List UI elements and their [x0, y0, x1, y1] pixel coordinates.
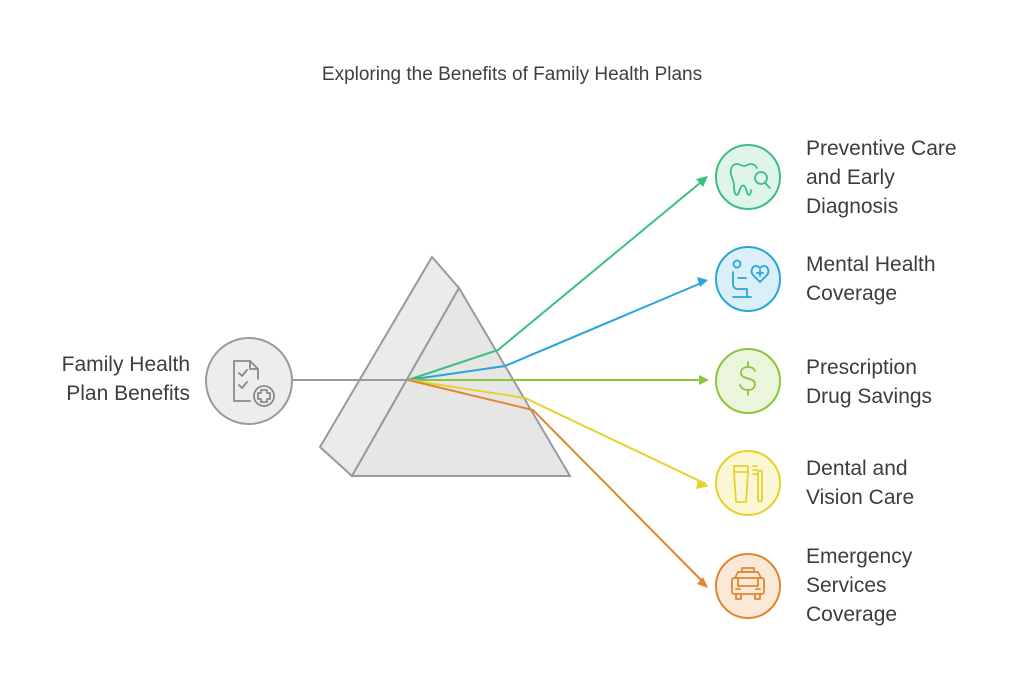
- benefit-node-emergency: [715, 553, 781, 619]
- ray-emergency: [407, 379, 707, 586]
- benefit-label-dental-vision: Dental and Vision Care: [806, 457, 915, 509]
- arrowhead-preventive-care: [696, 176, 708, 187]
- arrowhead-mental-health: [697, 277, 708, 287]
- benefit-label-prescription: Prescription Drug Savings: [806, 356, 933, 408]
- benefit-label-preventive-care: Preventive Care and Early Diagnosis: [806, 137, 957, 218]
- toothpaste-toothbrush-icon: [733, 465, 763, 503]
- diagram-title: Exploring the Benefits of Family Health …: [321, 64, 703, 85]
- dollar-icon: [739, 361, 756, 396]
- benefit-label-emergency: Emergency Services Coverage: [806, 545, 913, 626]
- arrowhead-prescription: [699, 375, 709, 385]
- ray-dental-vision: [407, 379, 707, 485]
- arrowhead-dental-vision: [696, 479, 709, 489]
- benefit-node-mental-health: [715, 246, 781, 312]
- ray-mental-health: [407, 280, 707, 381]
- source-label: Family Health Plan Benefits: [61, 353, 190, 405]
- checklist-medical-icon: [233, 360, 275, 407]
- source-node: [205, 337, 293, 425]
- light-rays: [407, 176, 709, 588]
- tooth-search-icon: [729, 163, 771, 196]
- benefit-node-prescription: [715, 348, 781, 414]
- benefit-node-preventive-care: [715, 144, 781, 210]
- ray-preventive-care: [407, 177, 707, 381]
- arrowhead-emergency: [697, 577, 708, 588]
- prism: [318, 255, 572, 478]
- ambulance-icon: [731, 567, 765, 600]
- person-heart-icon: [732, 259, 770, 298]
- benefit-node-dental-vision: [715, 450, 781, 516]
- benefit-label-mental-health: Mental Health Coverage: [806, 253, 936, 305]
